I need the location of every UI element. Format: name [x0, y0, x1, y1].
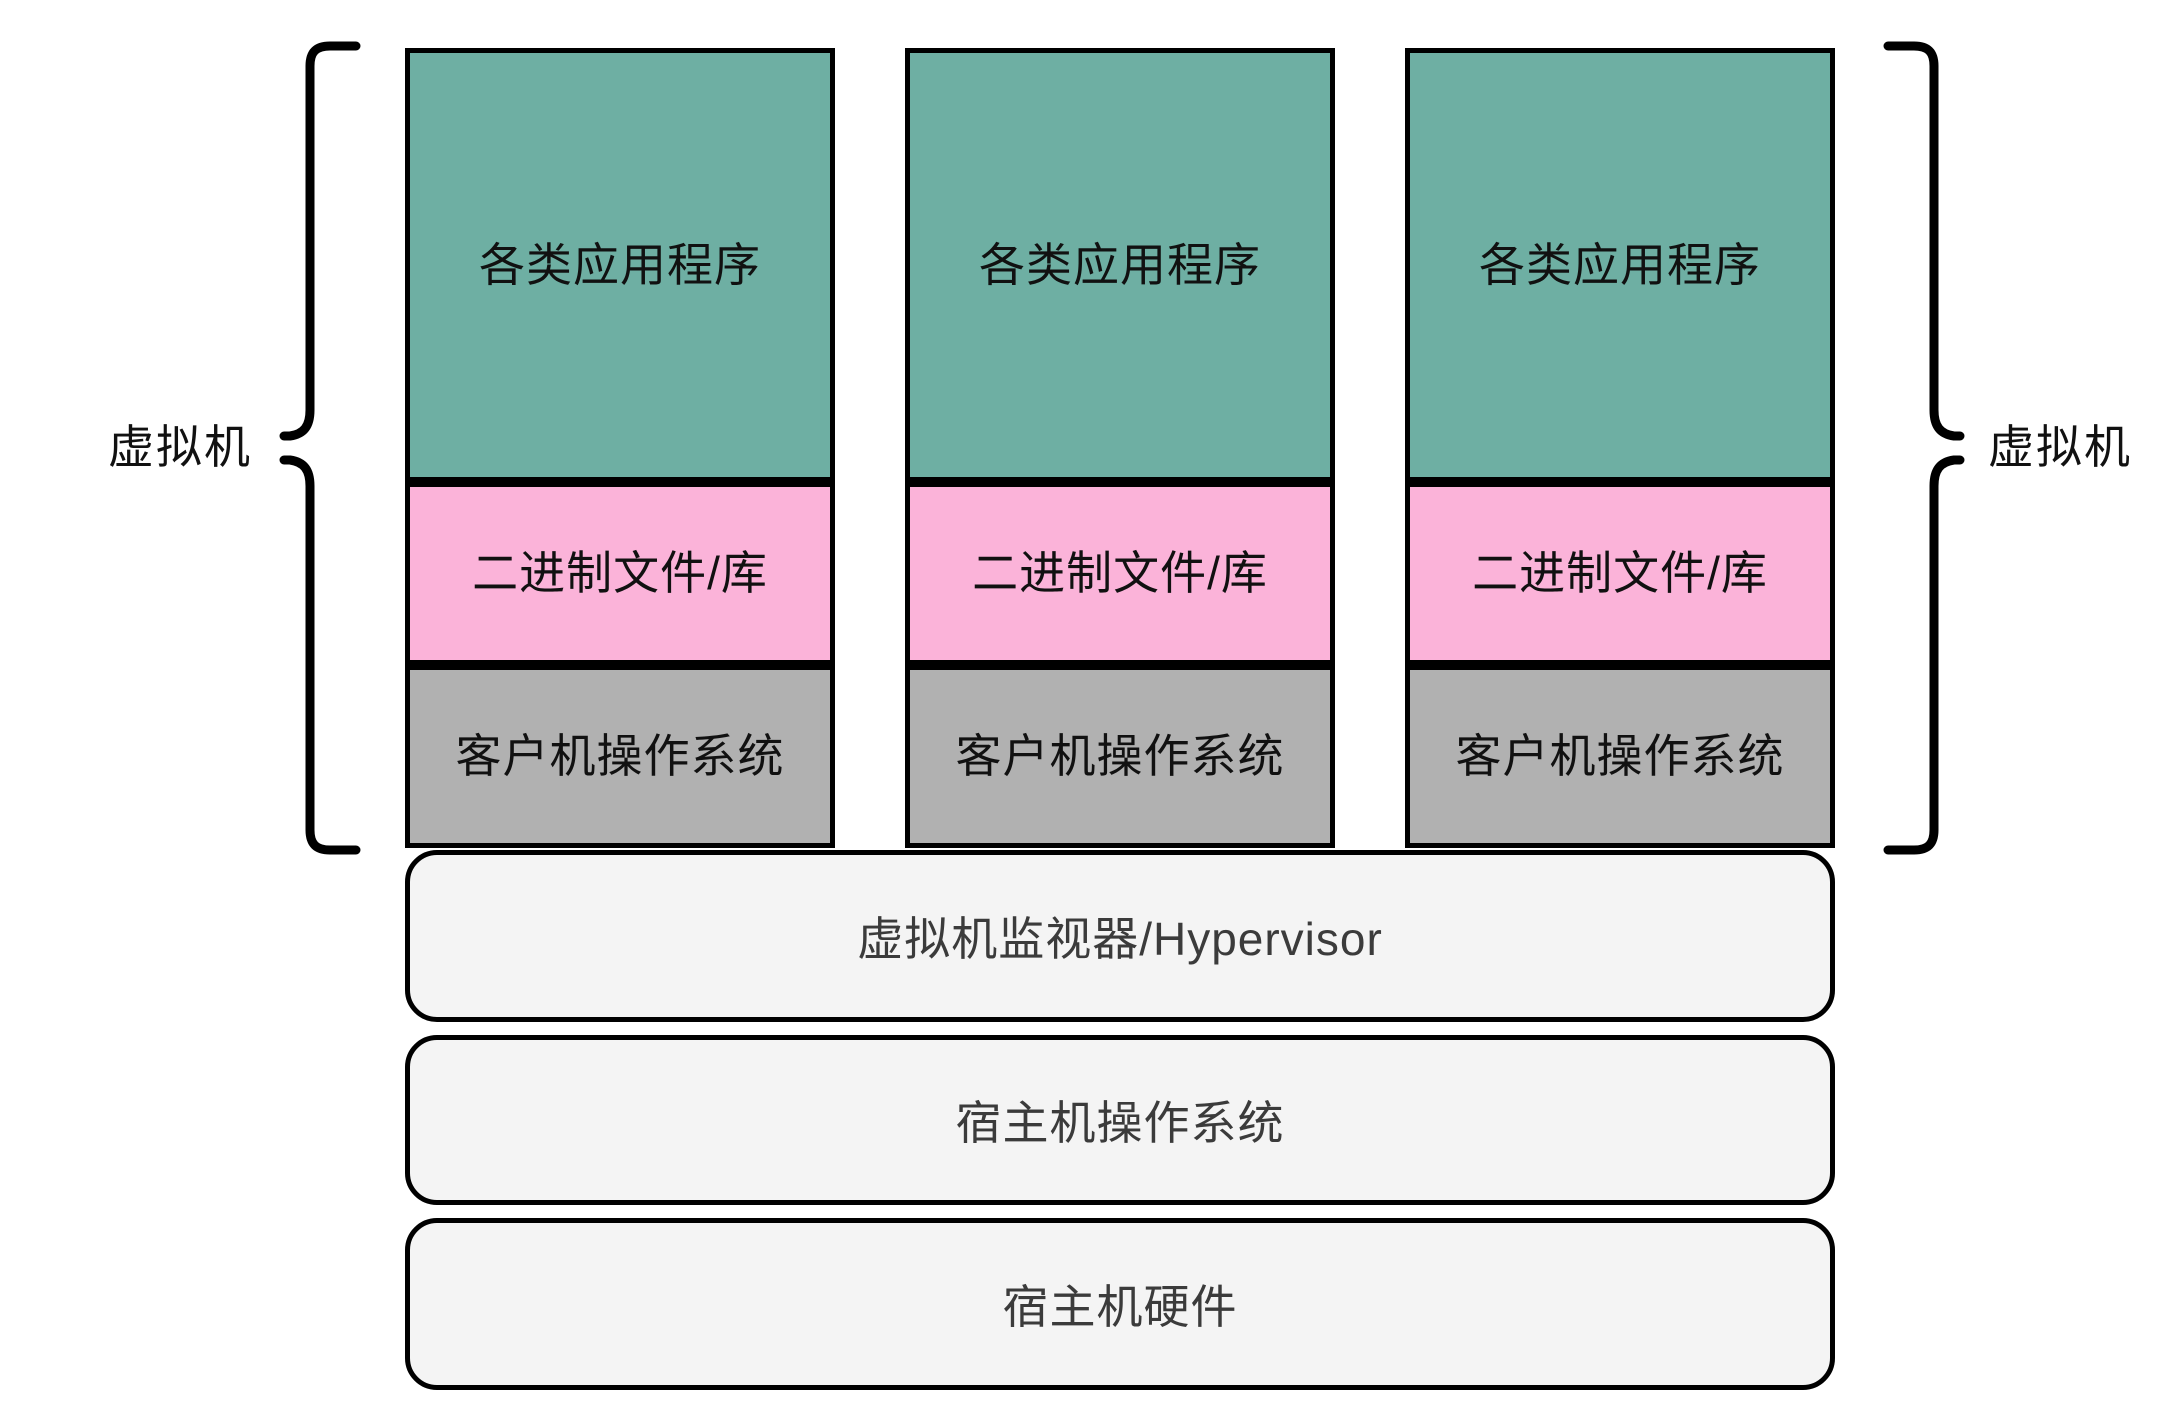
host-hardware-row: 宿主机硬件 [405, 1218, 1835, 1390]
vm-3-guest-os-layer: 客户机操作系统 [1405, 665, 1835, 848]
vm-3-bins-libs-layer: 二进制文件/库 [1405, 482, 1835, 665]
vm-1-guest-os-layer: 客户机操作系统 [405, 665, 835, 848]
vm-group-brace-left-icon [279, 40, 361, 856]
host-os-row: 宿主机操作系统 [405, 1035, 1835, 1205]
vm-group-label-right: 虚拟机 [1988, 421, 2132, 473]
vm-2-bins-libs-layer: 二进制文件/库 [905, 482, 1335, 665]
vm-1-bins-libs-layer: 二进制文件/库 [405, 482, 835, 665]
hypervisor-row: 虚拟机监视器/Hypervisor [405, 850, 1835, 1022]
vm-1-app-layer: 各类应用程序 [405, 48, 835, 482]
vm-group-label-left: 虚拟机 [108, 421, 252, 473]
vm-group-brace-right-icon [1883, 40, 1965, 856]
vm-2-app-layer: 各类应用程序 [905, 48, 1335, 482]
vm-3-app-layer: 各类应用程序 [1405, 48, 1835, 482]
vm-2-guest-os-layer: 客户机操作系统 [905, 665, 1335, 848]
